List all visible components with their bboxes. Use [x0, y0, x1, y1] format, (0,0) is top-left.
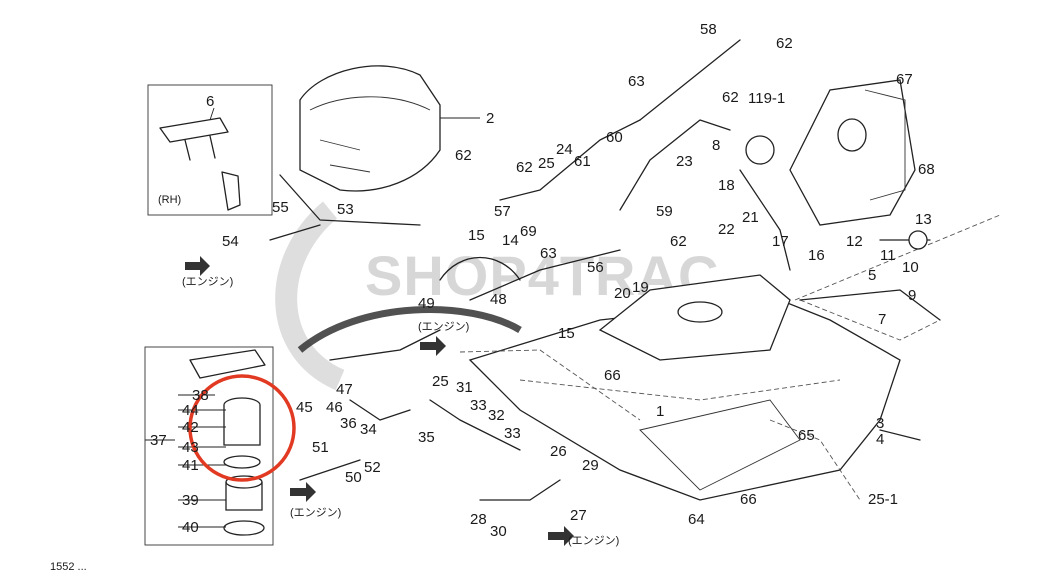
callout: 13: [915, 211, 932, 228]
callout: 62: [776, 35, 793, 52]
footnote: 1552 ...: [50, 561, 87, 573]
callout: 51: [312, 439, 329, 456]
callout: 31: [456, 379, 473, 396]
callout: 65: [798, 427, 815, 444]
callout: 32: [488, 407, 505, 424]
callout: 8: [712, 137, 720, 154]
callout-numbers: 62 63 58 62 119-1 67 62 8 60 24 25 61 62…: [150, 21, 935, 540]
callout: 20: [614, 285, 631, 302]
rh-label: (RH): [158, 194, 181, 206]
callout: 50: [345, 469, 362, 486]
callout: 66: [604, 367, 621, 384]
callout: 9: [908, 287, 916, 304]
callout: 47: [336, 381, 353, 398]
callout: 53: [337, 201, 354, 218]
callout: 68: [918, 161, 935, 178]
callout: 37: [150, 432, 167, 449]
callout: 38: [192, 387, 209, 404]
callout: 16: [808, 247, 825, 264]
callout: 66: [740, 491, 757, 508]
callout: 14: [502, 232, 519, 249]
callout: 55: [272, 199, 289, 216]
callout: 43: [182, 439, 199, 456]
callout: 33: [504, 425, 521, 442]
callout: 69: [520, 223, 537, 240]
watermark: SHOP4TRAC: [275, 201, 718, 391]
callout: 17: [772, 233, 789, 250]
callout: 60: [606, 129, 623, 146]
callout: 7: [878, 311, 886, 328]
callout: 57: [494, 203, 511, 220]
inset-rh-box: 6 (RH): [147, 84, 273, 216]
callout: 62: [670, 233, 687, 250]
callout: 23: [676, 153, 693, 170]
callout: 4: [876, 431, 884, 448]
callout: 28: [470, 511, 487, 528]
callout: 45: [296, 399, 313, 416]
callout-6: 6: [206, 93, 214, 110]
fuel-tank-upper: 2: [299, 65, 494, 192]
callout: 63: [628, 73, 645, 90]
callout: 21: [742, 209, 759, 226]
callout: 5: [868, 267, 876, 284]
callout: 48: [490, 291, 507, 308]
callout: 46: [326, 399, 343, 416]
engine-arrows: [185, 256, 574, 546]
engine-label-1: (エンジン): [182, 276, 233, 288]
callout: 49: [418, 295, 435, 312]
callout: 41: [182, 457, 199, 474]
callout: 40: [182, 519, 199, 536]
callout: 61: [574, 153, 591, 170]
callout: 22: [718, 221, 735, 238]
callout: 24: [556, 141, 573, 158]
callout: 27: [570, 507, 587, 524]
highlight-circle: [188, 374, 296, 482]
callout: 25: [432, 373, 449, 390]
callout: 39: [182, 492, 199, 509]
callout: 62: [516, 159, 533, 176]
callout: 15: [468, 227, 485, 244]
callout: 64: [688, 511, 705, 528]
filter-assembly-box: [144, 346, 274, 546]
callout: 36: [340, 415, 357, 432]
callout: 35: [418, 429, 435, 446]
callout: 25-1: [868, 491, 898, 508]
callout: 44: [182, 402, 199, 419]
callout: 29: [582, 457, 599, 474]
engine-label-2: (エンジン): [418, 321, 469, 333]
callout: 67: [896, 71, 913, 88]
callout: 54: [222, 233, 239, 250]
callout: 26: [550, 443, 567, 460]
callout: 58: [700, 21, 717, 38]
callout: 63: [540, 245, 557, 262]
callout: 15: [558, 325, 575, 342]
callout: 19: [632, 279, 649, 296]
callout: 10: [902, 259, 919, 276]
callout: 62: [722, 89, 739, 106]
callout: 25: [538, 155, 555, 172]
callout: 12: [846, 233, 863, 250]
callout-42-highlighted: 42: [182, 419, 199, 436]
callout: 59: [656, 203, 673, 220]
callout: 62: [455, 147, 472, 164]
callout: 11: [880, 247, 896, 264]
callout: 33: [470, 397, 487, 414]
engine-label-3: (エンジン): [290, 507, 341, 519]
callout: 56: [587, 259, 604, 276]
engine-label-4: (エンジン): [568, 535, 619, 547]
callout-2: 2: [486, 110, 494, 127]
side-panel: [789, 79, 916, 226]
fuel-lines: [269, 39, 941, 501]
callout: 3: [876, 415, 884, 432]
callout: 34: [360, 421, 377, 438]
callout: 119-1: [748, 90, 785, 107]
callout: 18: [718, 177, 735, 194]
callout: 30: [490, 523, 507, 540]
callout: 52: [364, 459, 381, 476]
callout: 1: [656, 403, 664, 420]
fuel-tank-frame: [459, 214, 1001, 501]
